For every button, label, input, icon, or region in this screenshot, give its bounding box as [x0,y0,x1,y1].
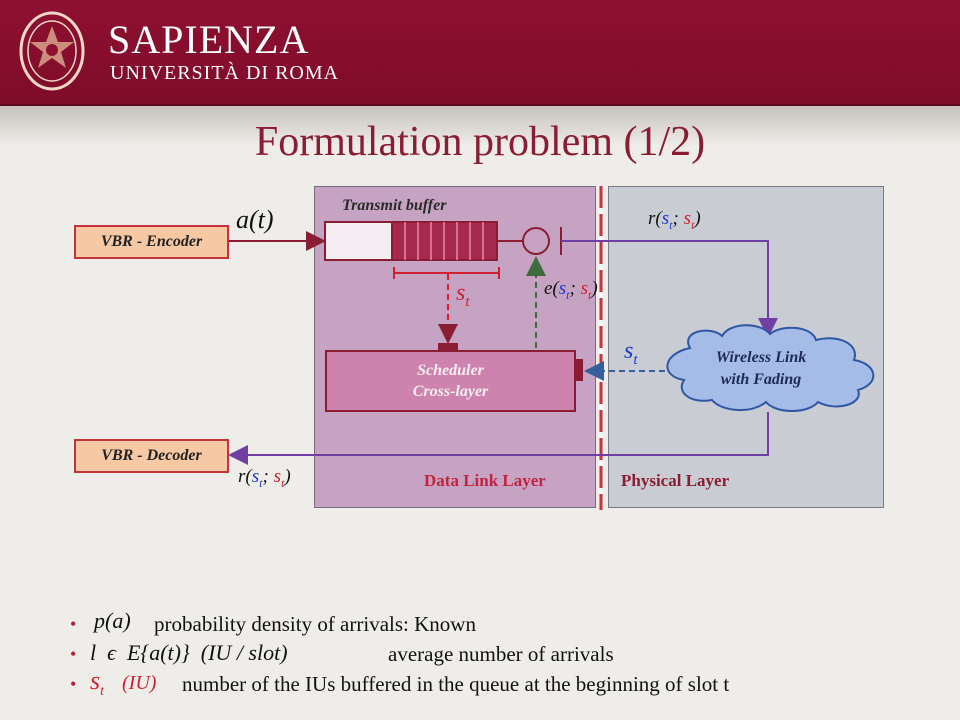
energy-formula: e(st; st) [544,278,598,302]
data-link-layer-label: Data Link Layer [424,471,546,490]
bullet-text: average number of arrivals [388,642,614,666]
bullet-dot: • [70,614,77,634]
transmit-buffer-label: Transmit buffer [342,197,447,214]
wireless-link-cloud [666,324,875,412]
scheduler-line1: Scheduler [417,362,484,379]
scheduler-line2: Cross-layer [412,383,489,400]
vbr-decoder-box: VBR - Decoder [74,439,229,473]
transmission-arrow [561,240,778,338]
physical-layer-label: Physical Layer [621,471,730,490]
return-arrow [228,412,769,465]
bullet-symbol: p(a) [94,608,131,633]
bullet-symbol: l ϵ E{a(t)} (IU / slot) [90,640,288,665]
scheduler-box: Scheduler Cross-layer [325,350,576,412]
university-subtitle: UNIVERSITÀ DI ROMA [110,62,340,84]
header-shadow [0,106,960,146]
bullet-item: • st (IU) number of the IUs buffered in … [70,666,950,702]
wireless-link-line2: with Fading [720,371,802,388]
buffer-occupancy-bracket [393,267,500,279]
scheduler-top-port [438,343,458,351]
university-seal-icon [19,11,85,91]
arrival-formula: a(t) [236,205,274,234]
buffer-state-formula: st [456,280,470,310]
server-node [497,227,562,255]
bullet-dot: • [70,644,77,664]
header-bar: SAPIENZA UNIVERSITÀ DI ROMA [0,0,960,106]
rate-formula-top: r(st; st) [648,208,701,232]
university-name: SAPIENZA [108,17,310,62]
bullet-dot: • [70,674,77,694]
bullet-unit: (IU) [122,672,157,694]
bullet-symbol: st [90,666,105,700]
channel-state-formula: st [624,338,638,368]
wireless-link-label: Wireless Link with Fading [686,347,836,391]
bullet-item: • l ϵ E{a(t)} (IU / slot) average number… [70,640,950,672]
bullet-item: • p(a) probability density of arrivals: … [70,608,950,642]
bullet-list: • p(a) probability density of arrivals: … [70,608,950,702]
rate-formula-bottom: r(st; st) [238,466,291,490]
slide-title: Formulation problem (1/2) [254,119,706,165]
transmit-buffer [324,221,498,261]
bullet-text: number of the IUs buffered in the queue … [182,672,730,696]
bullet-text: probability density of arrivals: Known [154,612,476,636]
vbr-encoder-box: VBR - Encoder [74,225,229,259]
wireless-link-line1: Wireless Link [715,349,807,366]
scheduler-right-port [575,359,583,381]
